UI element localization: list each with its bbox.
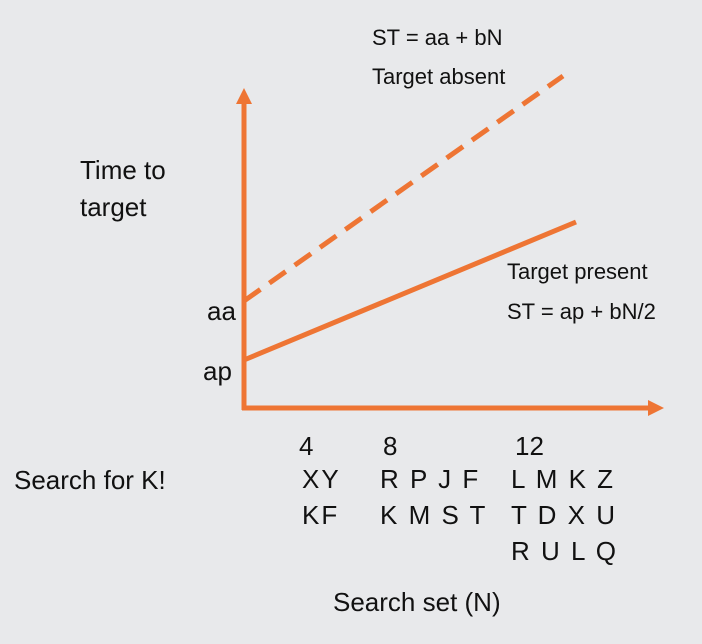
x-tick-4: 4	[299, 431, 314, 461]
absent-equation: ST = aa + bN	[372, 25, 503, 50]
set-n8-row: R P J F	[380, 464, 481, 494]
present-equation: ST = ap + bN/2	[507, 299, 656, 324]
x-tick-8: 8	[383, 431, 398, 461]
set-example-n4: XY KF	[302, 461, 341, 533]
intercept-aa-label: aa	[207, 296, 236, 326]
set-n12-row: T D X U	[511, 500, 617, 530]
present-label: Target present	[507, 259, 648, 284]
x-tick-12: 12	[515, 431, 544, 461]
set-example-n12: L M K Z T D X U R U L Q	[511, 461, 618, 569]
set-n4-row: KF	[302, 500, 340, 530]
set-n12-row: R U L Q	[511, 536, 618, 566]
search-prompt: Search for K!	[14, 465, 166, 495]
set-n8-row: K M S T	[380, 500, 488, 530]
x-axis-arrow-icon	[648, 400, 664, 416]
target-absent-line	[242, 73, 565, 304]
set-example-n8: R P J F K M S T	[380, 461, 487, 533]
y-axis-label-line-1: Time to	[80, 155, 166, 185]
y-axis-label-line-2: target	[80, 192, 147, 222]
set-n12-row: L M K Z	[511, 464, 616, 494]
absent-label: Target absent	[372, 64, 506, 89]
set-n4-row: XY	[302, 464, 341, 494]
intercept-ap-label: ap	[203, 356, 232, 386]
target-present-line	[243, 219, 577, 363]
y-axis-arrow-icon	[236, 88, 252, 104]
x-axis-label: Search set (N)	[333, 587, 501, 617]
